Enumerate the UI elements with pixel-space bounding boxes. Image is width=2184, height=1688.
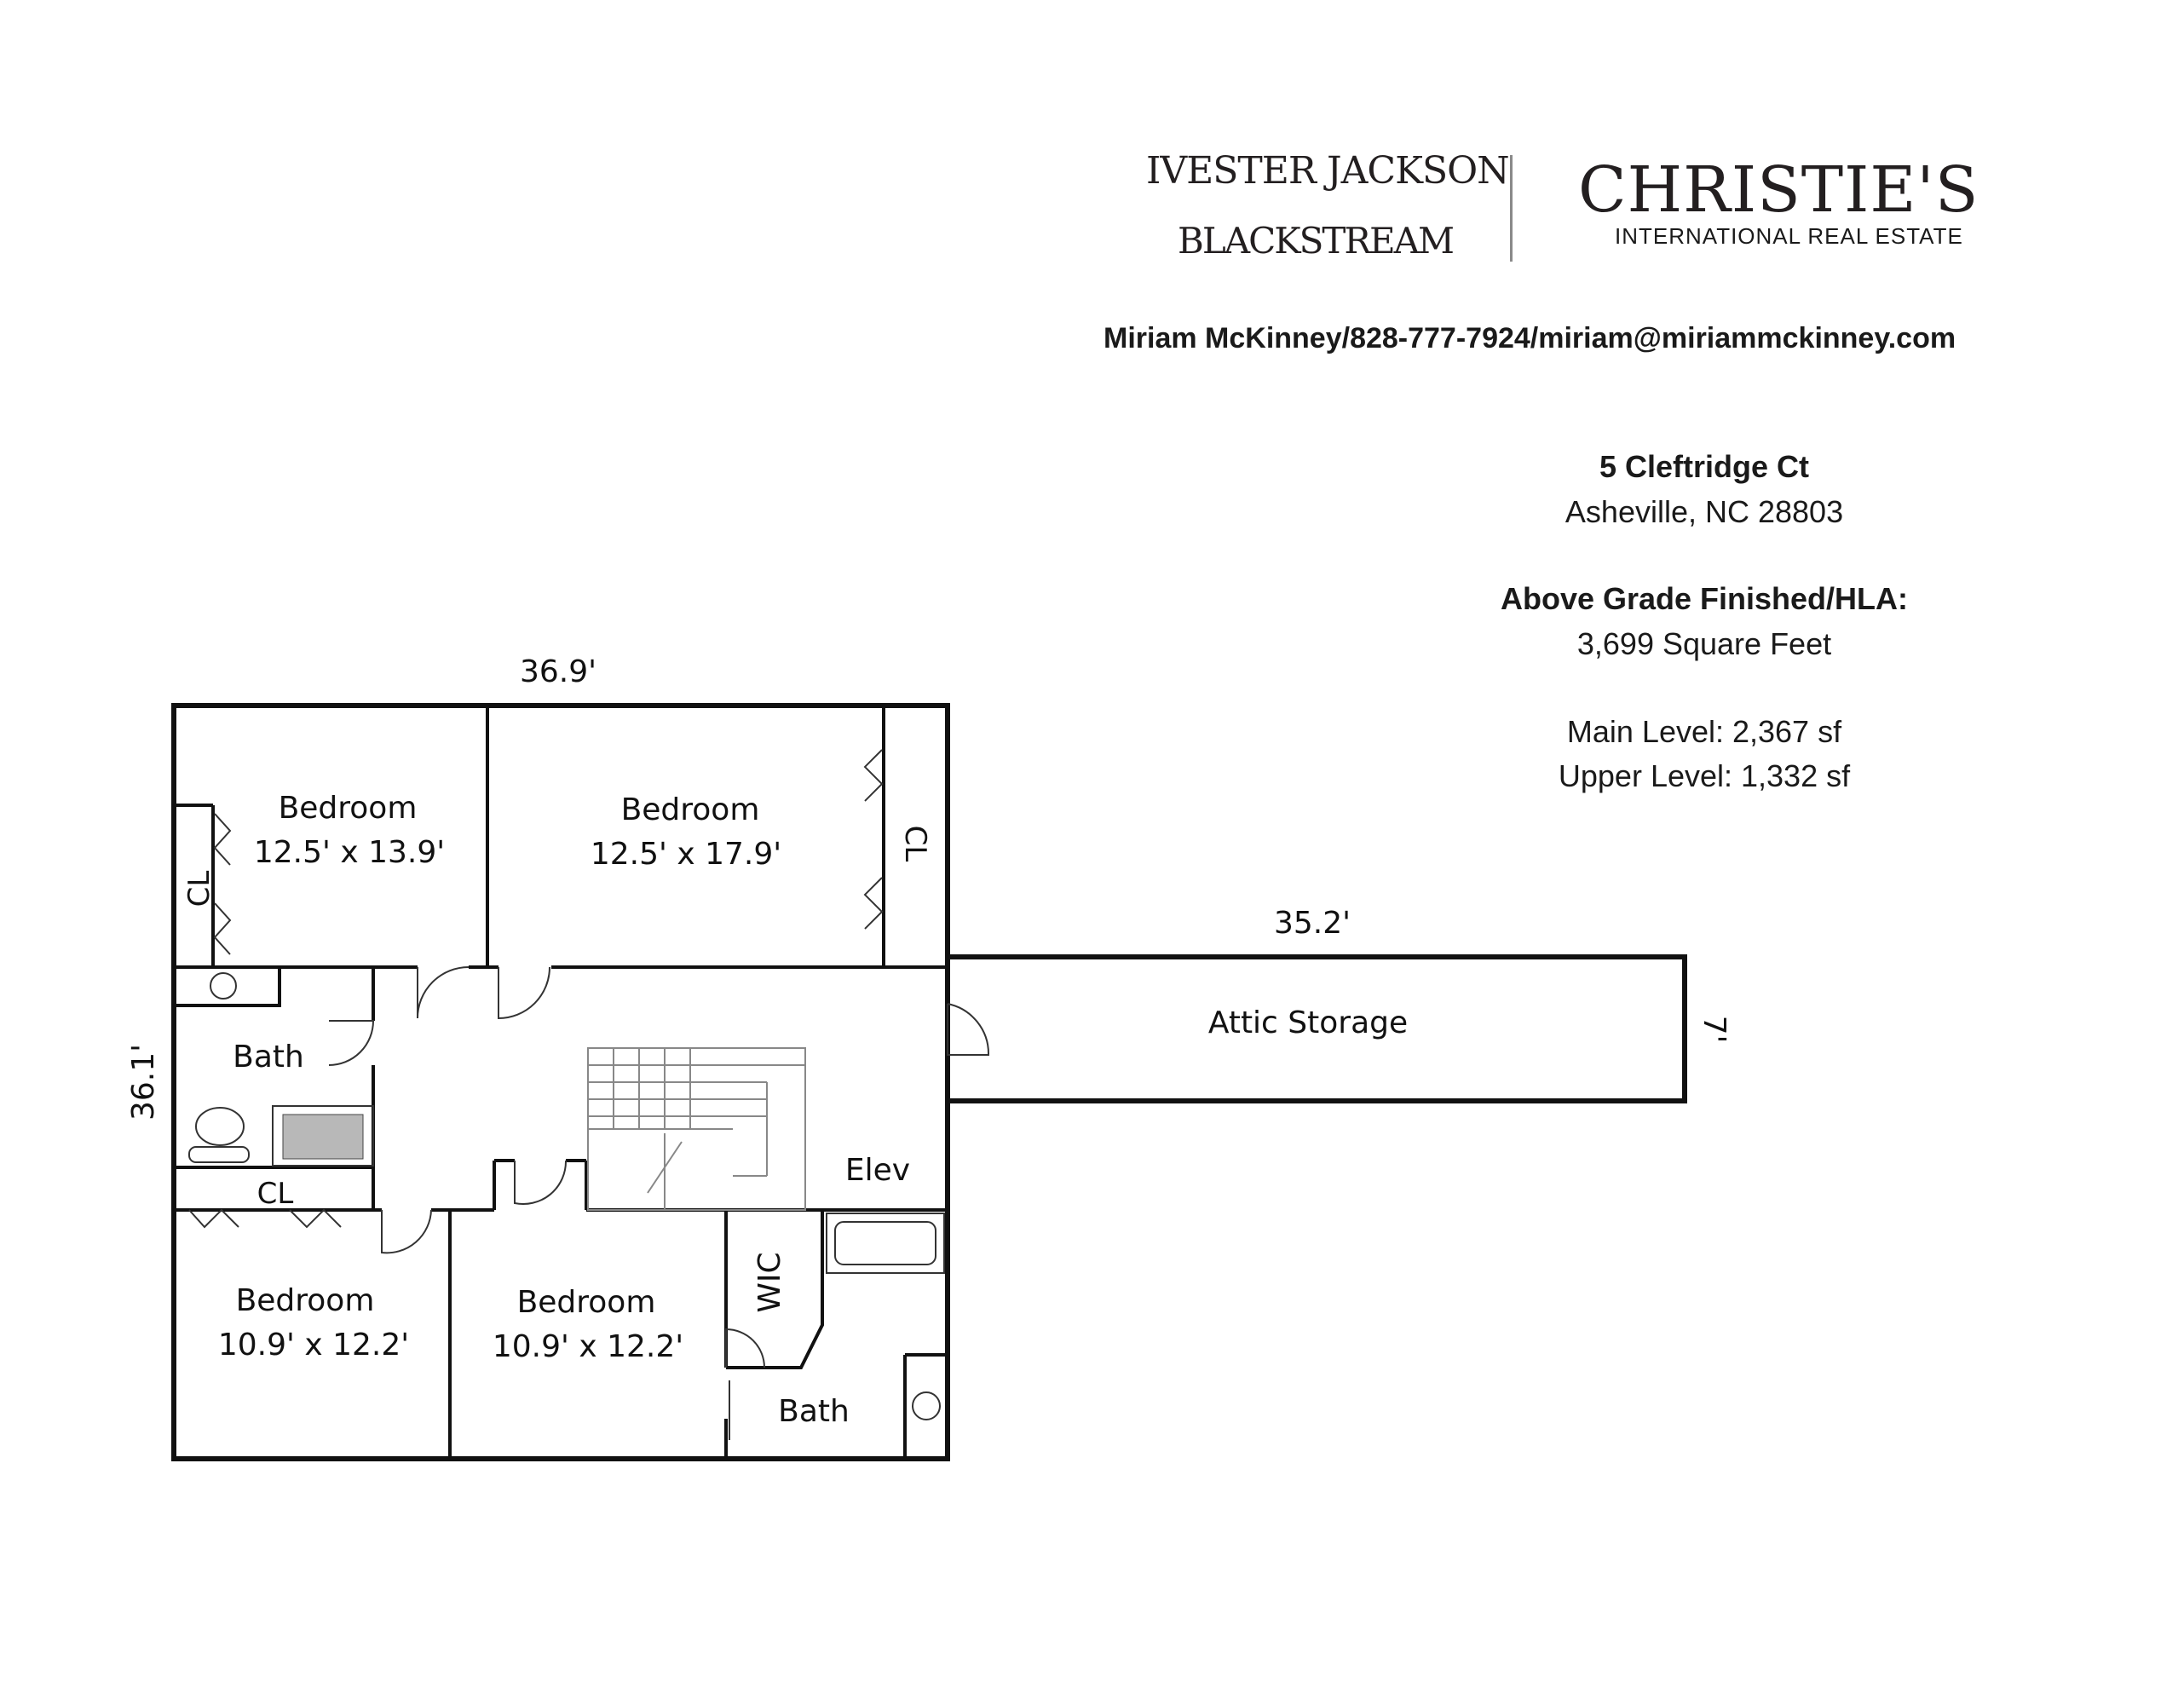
closet-door-icon [863, 749, 884, 802]
room-elevator: Elev [845, 1153, 910, 1188]
bathtub-inner-icon [834, 1221, 936, 1265]
sink-icon [912, 1391, 941, 1420]
area-heading: Above Grade Finished/HLA: [1500, 581, 1909, 616]
closet-door-icon [289, 1208, 342, 1229]
dim-attic-top: 35.2' [1274, 906, 1351, 941]
room-bedroom-s-name: Bedroom [517, 1285, 656, 1320]
room-bedroom-n-size: 12.5' x 17.9' [591, 837, 781, 872]
wall [172, 965, 281, 1007]
blackstream-logo: BLACKSTREAM [1178, 220, 1455, 262]
door-swing [417, 966, 470, 1019]
shower-tile [282, 1114, 364, 1160]
area-total: 3,699 Square Feet [1576, 626, 1832, 661]
closet-door-icon [188, 1208, 239, 1229]
door-swing [514, 1160, 568, 1205]
toilet-icon [195, 1107, 245, 1146]
dim-top: 36.9' [520, 654, 596, 689]
room-bedroom-nw-size: 12.5' x 13.9' [254, 835, 445, 870]
room-bedroom-sw-name: Bedroom [236, 1283, 375, 1318]
closet-door-icon [213, 813, 232, 866]
stair-treads [588, 1048, 805, 1210]
shower-icon [272, 1105, 374, 1167]
ivester-jackson-logo: IVESTER JACKSON [1146, 149, 1510, 193]
logo-divider [1510, 155, 1513, 262]
door-swing [328, 1020, 375, 1066]
agent-contact: Miriam McKinney/828-777-7924/miriam@miri… [1104, 322, 1956, 354]
christies-logo: CHRISTIE'S [1578, 153, 1979, 227]
room-bedroom-nw-name: Bedroom [279, 791, 418, 826]
door-swing [725, 1328, 765, 1368]
door-swing [381, 1209, 432, 1254]
bathtub-icon [826, 1213, 945, 1274]
room-bath-w: Bath [233, 1040, 304, 1074]
upper-level-area: Upper Level: 1,332 sf [1558, 758, 1851, 793]
room-bedroom-n-name: Bedroom [621, 792, 760, 827]
christies-tagline: INTERNATIONAL REAL ESTATE [1615, 223, 1963, 249]
door-swing [947, 1003, 990, 1056]
room-bedroom-s-size: 10.9' x 12.2' [493, 1329, 683, 1364]
closet-label-nw: CL [182, 871, 216, 907]
address-line2: Asheville, NC 28803 [1565, 494, 1844, 529]
closet-label-n: CL [898, 826, 932, 862]
toilet-tank-icon [188, 1146, 250, 1163]
closet-door-icon [863, 877, 884, 930]
room-attic-storage: Attic Storage [1208, 1005, 1408, 1040]
dim-left: 36.1' [126, 1044, 161, 1121]
room-wic: WIC [752, 1252, 787, 1312]
room-bath-se: Bath [778, 1394, 850, 1429]
main-level-area: Main Level: 2,367 sf [1566, 714, 1842, 749]
dim-attic-right: 7' [1697, 1016, 1732, 1044]
sink-icon [210, 972, 237, 1000]
door-swing [498, 966, 550, 1020]
closet-label-sw: CL [257, 1177, 294, 1211]
room-bedroom-sw-size: 10.9' x 12.2' [218, 1328, 409, 1362]
address-line1: 5 Cleftridge Ct [1599, 449, 1810, 484]
closet-door-icon [213, 902, 232, 955]
